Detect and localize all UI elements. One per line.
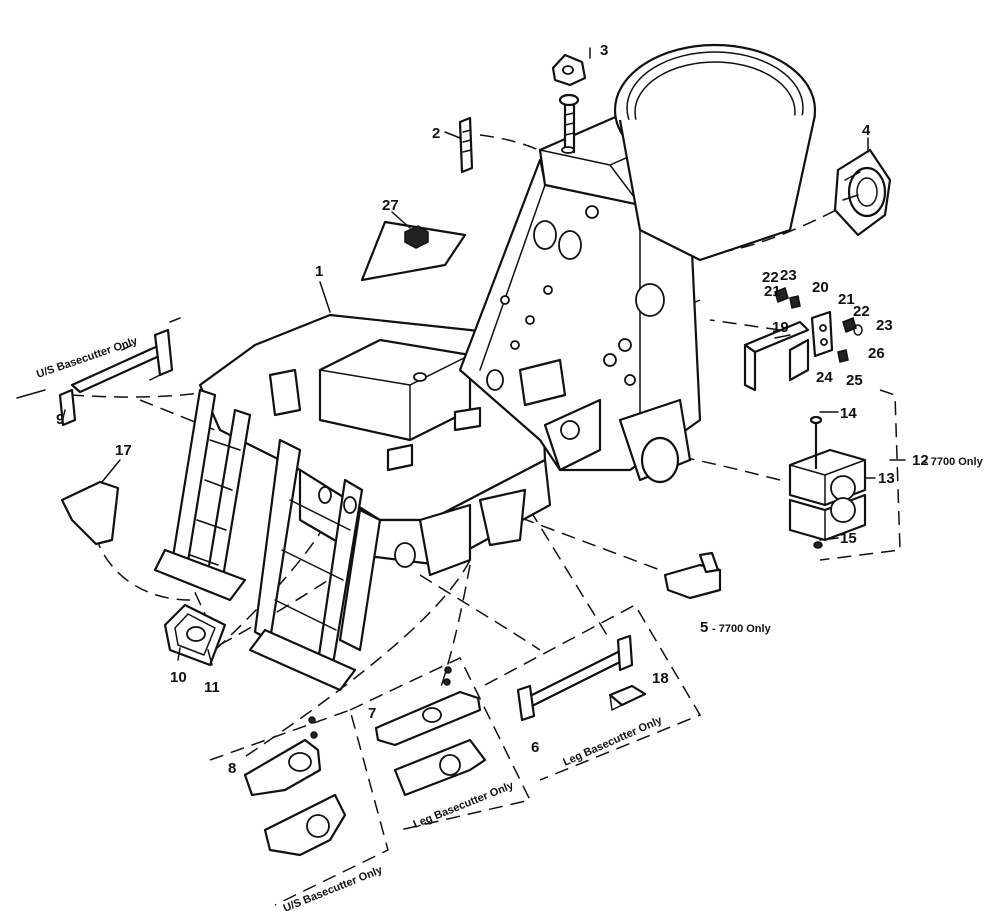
- note-7700-part12: - 7700 Only: [924, 456, 984, 468]
- callout-22a: 22: [762, 269, 779, 286]
- callout-25: 25: [846, 372, 863, 389]
- callout-5: 5: [700, 619, 708, 636]
- part-3-bolt-and-nut: [551, 53, 587, 154]
- callout-1: 1: [315, 263, 323, 280]
- callout-23b: 23: [876, 317, 893, 334]
- main-frame: [153, 43, 817, 692]
- note-us-basecutter-top: U/S Basecutter Only: [35, 335, 140, 381]
- note-us-basecutter-bottom: U/S Basecutter Only: [282, 864, 385, 915]
- callout-8: 8: [228, 760, 236, 777]
- part-4-bushing: [833, 148, 892, 237]
- part-2-pin: [458, 116, 474, 174]
- callout-6: 6: [531, 739, 539, 756]
- callout-ticks: [61, 47, 906, 666]
- callout-18: 18: [652, 670, 669, 687]
- callout-13: 13: [878, 470, 895, 487]
- note-7700-part5: - 7700 Only: [712, 623, 772, 635]
- callout-21a: 21: [764, 283, 781, 300]
- callout-14: 14: [840, 405, 857, 422]
- part-12-clamp: [788, 415, 867, 549]
- callout-21b: 21: [838, 291, 855, 308]
- callout-20: 20: [812, 279, 829, 296]
- callout-26: 26: [868, 345, 885, 362]
- note-leg-basecutter-right: Leg Basecutter Only: [561, 714, 664, 769]
- callout-11: 11: [204, 679, 220, 696]
- parts-10-11-plate: [163, 603, 227, 667]
- callout-24: 24: [816, 369, 833, 386]
- part-27-plate: [360, 220, 467, 282]
- callout-4: 4: [862, 122, 871, 139]
- parts-7-8-brackets: [243, 666, 487, 857]
- part-17-shield: [60, 480, 120, 546]
- callout-9: 9: [56, 411, 64, 428]
- part-9-bar: [16, 317, 181, 427]
- callout-numbers: 1 2 3 4 5 6 7 8 9 10 11 12 13 14 15 17 1…: [56, 42, 929, 777]
- parts-19-26-brackets: [743, 286, 863, 392]
- callout-22b: 22: [853, 303, 870, 320]
- group-boundaries: [209, 389, 901, 906]
- callout-27: 27: [382, 197, 399, 214]
- callout-15: 15: [840, 530, 857, 547]
- callout-12: 12: [912, 452, 929, 469]
- callout-3: 3: [600, 42, 608, 59]
- callout-23a: 23: [780, 267, 797, 284]
- parts-6-18-bar: [516, 634, 647, 722]
- part-5-bracket: [663, 551, 722, 600]
- callout-7: 7: [368, 705, 376, 722]
- callout-2: 2: [432, 125, 440, 142]
- callout-17: 17: [115, 442, 132, 459]
- callout-10: 10: [170, 669, 187, 686]
- callout-19: 19: [772, 319, 789, 336]
